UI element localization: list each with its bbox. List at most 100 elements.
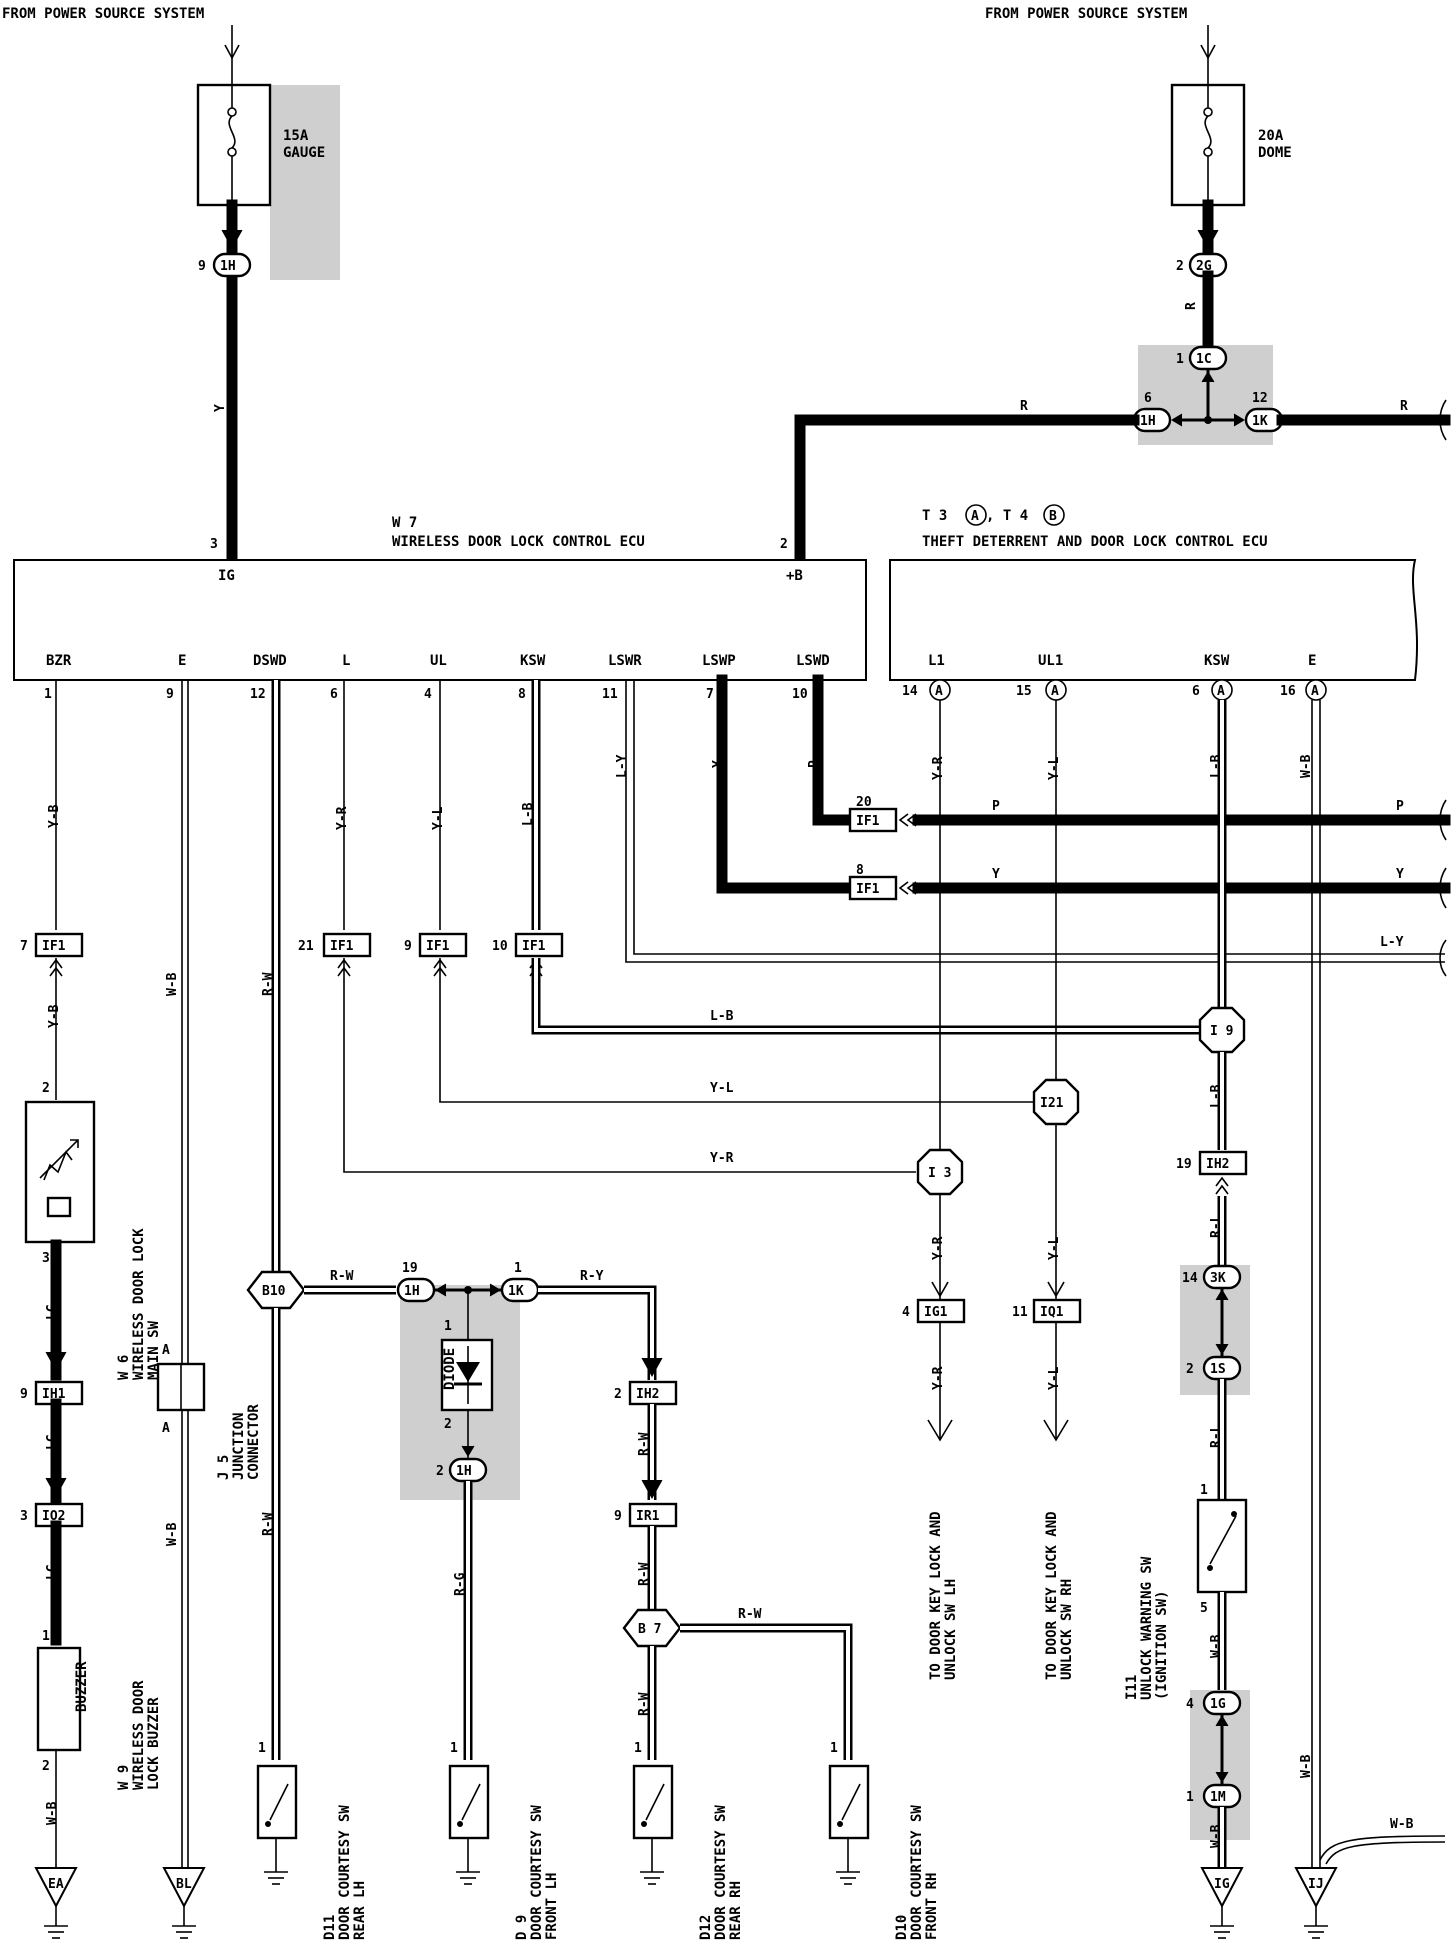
- svg-text:2: 2: [42, 1081, 50, 1096]
- svg-text:L-B: L-B: [1209, 754, 1224, 778]
- wire-y-ig: Y: [213, 404, 228, 412]
- svg-text:1: 1: [830, 1741, 838, 1756]
- d9-label: D 9 DOOR COURTESY SW FRONT LH: [514, 1805, 560, 1940]
- ground-ij: [1294, 1867, 1338, 1909]
- svg-text:IF1: IF1: [522, 939, 546, 954]
- svg-text:1C: 1C: [1196, 352, 1212, 367]
- svg-text:IF1: IF1: [42, 939, 66, 954]
- svg-text:14: 14: [1182, 1271, 1198, 1286]
- svg-text:R-W: R-W: [330, 1269, 354, 1284]
- conn-if1-l: [322, 932, 372, 958]
- svg-text:DOOR COURTESY SW: DOOR COURTESY SW: [909, 1805, 925, 1940]
- wire-r-right: R: [1400, 399, 1408, 414]
- svg-text:FRONT RH: FRONT RH: [924, 1873, 940, 1940]
- svg-text:DOOR COURTESY SW: DOOR COURTESY SW: [713, 1805, 729, 1940]
- ground-ea: [34, 1867, 78, 1909]
- fuse-gauge: [196, 25, 272, 207]
- svg-text:9: 9: [198, 259, 206, 274]
- w6-label: W 6 WIRELESS DOOR LOCK MAIN SW: [116, 1228, 162, 1380]
- svg-text:W-B: W-B: [1299, 754, 1314, 778]
- fuse-gauge-name: GAUGE: [283, 145, 325, 161]
- svg-text:11: 11: [602, 687, 618, 702]
- svg-text:TO DOOR KEY LOCK AND: TO DOOR KEY LOCK AND: [1044, 1511, 1060, 1680]
- svg-text:6: 6: [1192, 684, 1200, 699]
- svg-text:IR1: IR1: [636, 1509, 660, 1524]
- svg-text:W-B: W-B: [1209, 1634, 1224, 1658]
- svg-text:2: 2: [444, 1417, 452, 1432]
- junction-i9: [1198, 1006, 1246, 1054]
- svg-text:R-Y: R-Y: [580, 1269, 604, 1284]
- d12-label: D12 DOOR COURTESY SW REAR RH: [698, 1805, 744, 1940]
- svg-text:1: 1: [42, 1629, 50, 1644]
- svg-text:1K: 1K: [1252, 414, 1268, 429]
- ground-ig: [1200, 1867, 1244, 1909]
- ecu-w7-name: WIRELESS DOOR LOCK CONTROL ECU: [392, 534, 645, 550]
- pin-lswr: LSWR: [608, 653, 642, 669]
- svg-text:A: A: [1051, 684, 1059, 699]
- svg-text:IF1: IF1: [330, 939, 354, 954]
- svg-text:6: 6: [330, 687, 338, 702]
- svg-text:4: 4: [1186, 1697, 1194, 1712]
- svg-text:UL1: UL1: [1038, 653, 1063, 669]
- svg-text:W-B: W-B: [165, 1522, 180, 1546]
- fuse-dome: [1170, 25, 1246, 207]
- svg-text:LG: LG: [45, 1304, 60, 1320]
- svg-text:15: 15: [1016, 684, 1032, 699]
- to-door-key-rh: TO DOOR KEY LOCK AND UNLOCK SW RH: [1044, 1511, 1075, 1680]
- svg-text:J 5: J 5: [216, 1455, 232, 1480]
- svg-text:5: 5: [1200, 1601, 1208, 1616]
- svg-text:IF1: IF1: [856, 814, 880, 829]
- svg-text:L-B: L-B: [710, 1009, 734, 1024]
- svg-text:DOOR COURTESY SW: DOOR COURTESY SW: [337, 1805, 353, 1940]
- svg-text:D11: D11: [322, 1915, 338, 1940]
- svg-text:IH2: IH2: [1206, 1157, 1229, 1172]
- svg-text:16: 16: [1280, 684, 1296, 699]
- power-source-right: FROM POWER SOURCE SYSTEM: [985, 6, 1187, 22]
- svg-text:W 9: W 9: [116, 1765, 132, 1790]
- svg-text:1: 1: [1176, 352, 1184, 367]
- pin-dswd: DSWD: [253, 653, 287, 669]
- svg-text:D10: D10: [894, 1915, 910, 1940]
- svg-text:I 9: I 9: [1210, 1024, 1233, 1039]
- svg-text:1H: 1H: [456, 1464, 472, 1479]
- svg-text:R-W: R-W: [637, 1432, 652, 1456]
- svg-text:9: 9: [20, 1387, 28, 1402]
- ground-bl: [162, 1867, 206, 1909]
- d11-label: D11 DOOR COURTESY SW REAR LH: [322, 1805, 368, 1940]
- svg-text:11: 11: [1012, 1305, 1028, 1320]
- svg-text:1H: 1H: [1140, 414, 1156, 429]
- svg-text:R-W: R-W: [637, 1692, 652, 1716]
- svg-text:(IGNITION SW): (IGNITION SW): [1154, 1590, 1170, 1700]
- junction-b10: [246, 1270, 306, 1310]
- svg-text:1: 1: [634, 1741, 642, 1756]
- svg-text:CONNECTOR: CONNECTOR: [246, 1404, 262, 1480]
- svg-text:R-W: R-W: [261, 1512, 276, 1536]
- svg-text:DOOR COURTESY SW: DOOR COURTESY SW: [529, 1805, 545, 1940]
- svg-text:I 3: I 3: [928, 1166, 951, 1181]
- svg-text:KSW: KSW: [1204, 653, 1230, 669]
- svg-text:3K: 3K: [1210, 1271, 1226, 1286]
- svg-text:1: 1: [44, 687, 52, 702]
- conn-if1-ul: [418, 932, 468, 958]
- pin-lswd: LSWD: [796, 653, 830, 669]
- fuse-gauge-rating: 15A: [283, 128, 309, 144]
- svg-text:7: 7: [706, 687, 714, 702]
- svg-text:BL: BL: [176, 1877, 192, 1892]
- svg-text:A: A: [1311, 684, 1319, 699]
- svg-text:7: 7: [20, 939, 28, 954]
- svg-text:10: 10: [792, 687, 808, 702]
- svg-text:DIODE: DIODE: [442, 1348, 458, 1390]
- w6-main-sw: [24, 1100, 96, 1244]
- pin-l: L: [342, 653, 350, 669]
- svg-text:, T 4: , T 4: [986, 508, 1028, 524]
- svg-text:WIRELESS DOOR: WIRELESS DOOR: [131, 1680, 147, 1790]
- svg-text:FRONT LH: FRONT LH: [544, 1873, 560, 1940]
- svg-text:R-W: R-W: [738, 1607, 762, 1622]
- junction-i21: [1032, 1078, 1080, 1126]
- svg-text:W-B: W-B: [1299, 1754, 1314, 1778]
- svg-text:Y-L: Y-L: [1047, 1236, 1062, 1260]
- svg-text:UNLOCK SW LH: UNLOCK SW LH: [943, 1579, 959, 1680]
- svg-text:R-W: R-W: [261, 972, 276, 996]
- ecu-w7-code: W 7: [392, 515, 417, 531]
